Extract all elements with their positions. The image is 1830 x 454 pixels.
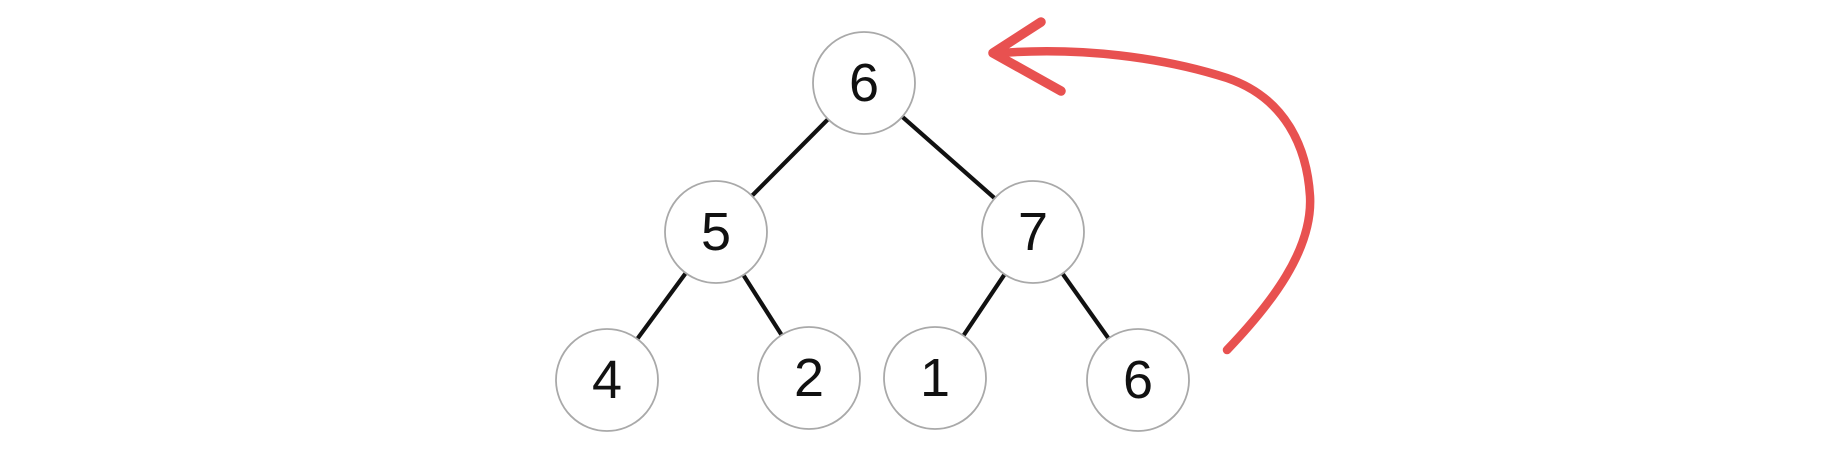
tree-node-circle-right xyxy=(981,180,1085,284)
tree-node-circle-left-left xyxy=(555,328,659,432)
tree-node-circle-right-right xyxy=(1086,328,1190,432)
annotation-layer xyxy=(988,17,1315,355)
tree-node-label-left: 5 xyxy=(701,202,731,262)
tree-node-circle-root xyxy=(812,31,916,135)
tree-node-right-right: 6 xyxy=(1086,328,1190,432)
tree-node-left: 5 xyxy=(664,180,768,284)
tree-node-circle-right-left xyxy=(883,326,987,430)
annotation-arrow-shaft xyxy=(995,47,1315,355)
tree-node-root: 6 xyxy=(812,31,916,135)
tree-node-circle-left xyxy=(664,180,768,284)
tree-node-label-left-left: 4 xyxy=(592,350,622,410)
annotation-arrow-head xyxy=(988,17,1066,96)
tree-node-right: 7 xyxy=(981,180,1085,284)
tree-node-label-root: 6 xyxy=(849,53,879,113)
tree-node-label-left-right: 2 xyxy=(794,348,824,408)
tree-node-label-right-left: 1 xyxy=(920,348,950,408)
tree-node-right-left: 1 xyxy=(883,326,987,430)
tree-nodes-layer: 6 5 7 4 2 1 6 xyxy=(555,31,1190,432)
tree-node-label-right-right: 6 xyxy=(1123,350,1153,410)
tree-node-left-left: 4 xyxy=(555,328,659,432)
tree-node-circle-left-right xyxy=(757,326,861,430)
tree-node-label-right: 7 xyxy=(1018,202,1048,262)
tree-node-left-right: 2 xyxy=(757,326,861,430)
